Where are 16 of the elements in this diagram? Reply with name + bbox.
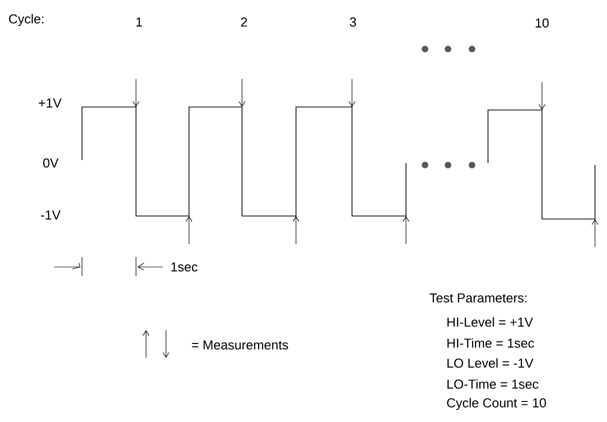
parameter-line: LO Level = -1V	[447, 358, 534, 368]
voltage-label: 0V	[43, 158, 59, 168]
parameter-line: LO-Time = 1sec	[447, 379, 538, 389]
legend-text: = Measurements	[192, 340, 288, 350]
parameter-heading: Test Parameters:	[430, 293, 526, 303]
parameter-line: Cycle Count = 10	[447, 398, 546, 410]
cycle-number: 3	[350, 17, 356, 27]
cycle-number: 1	[136, 18, 142, 26]
parameter-line: HI-Time = 1sec	[447, 338, 534, 348]
dimension-label: 1sec	[171, 262, 198, 272]
parameter-line: HI-Level = +1V	[447, 317, 534, 327]
voltage-label: +1V	[38, 98, 62, 108]
cycle-number: 10	[536, 18, 549, 28]
cycle-number: 2	[241, 17, 247, 27]
row-label: Cycle:	[9, 14, 44, 26]
voltage-label: -1V	[40, 210, 61, 220]
